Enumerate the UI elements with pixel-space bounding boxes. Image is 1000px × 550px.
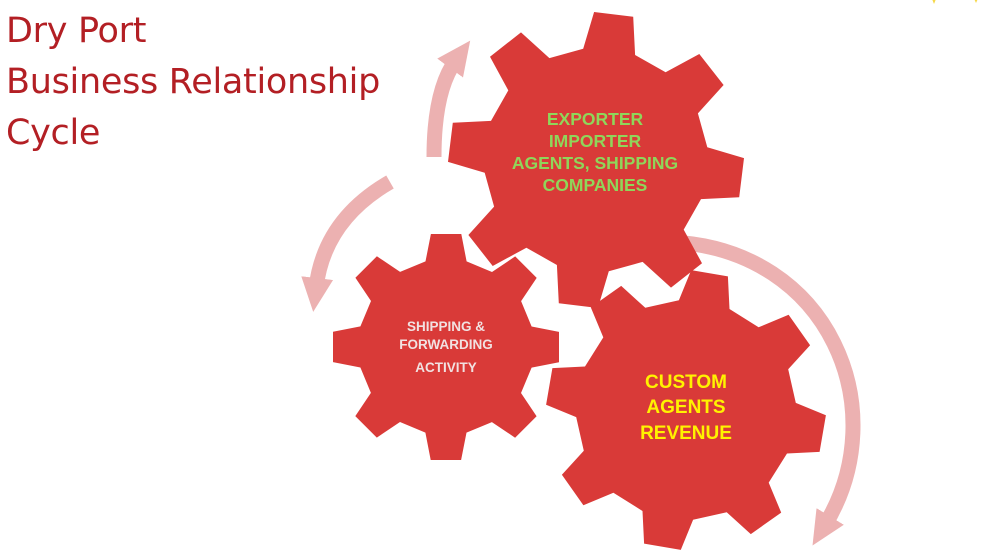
gear-exporter-importer: [448, 12, 744, 308]
page-title: Dry Port Business Relationship Cycle: [6, 6, 380, 159]
gear-top-line-1: EXPORTER: [547, 109, 644, 129]
title-line-3: Cycle: [6, 113, 101, 153]
cycle-arrow-top: [426, 40, 471, 158]
gear-right-label: CUSTOM AGENTS REVENUE: [640, 372, 732, 444]
title-line-2: Business Relationship: [6, 62, 381, 102]
gear-shipping-forwarding: [333, 234, 559, 460]
gear-right-line-1: CUSTOM: [645, 372, 727, 393]
sparkle-decoration: [932, 0, 978, 4]
gear-top-line-3: AGENTS, SHIPPING: [512, 153, 678, 173]
cycle-arrow-right: [671, 234, 861, 546]
gear-left-line-1: SHIPPING &: [407, 319, 485, 334]
gear-top-label: EXPORTER IMPORTER AGENTS, SHIPPING COMPA…: [512, 109, 678, 195]
gear-left-line-3: ACTIVITY: [415, 360, 477, 375]
gear-custom-agents: [546, 270, 826, 550]
gear-right-line-3: REVENUE: [640, 423, 732, 444]
cycle-arrow-left: [301, 175, 394, 312]
gear-right-line-2: AGENTS: [646, 397, 725, 418]
gear-left-line-2: FORWARDING: [399, 337, 493, 352]
gear-top-line-2: IMPORTER: [549, 131, 642, 151]
title-line-1: Dry Port: [6, 11, 147, 51]
gear-left-label: SHIPPING & FORWARDING ACTIVITY: [399, 319, 493, 375]
gear-top-line-4: COMPANIES: [543, 175, 648, 195]
